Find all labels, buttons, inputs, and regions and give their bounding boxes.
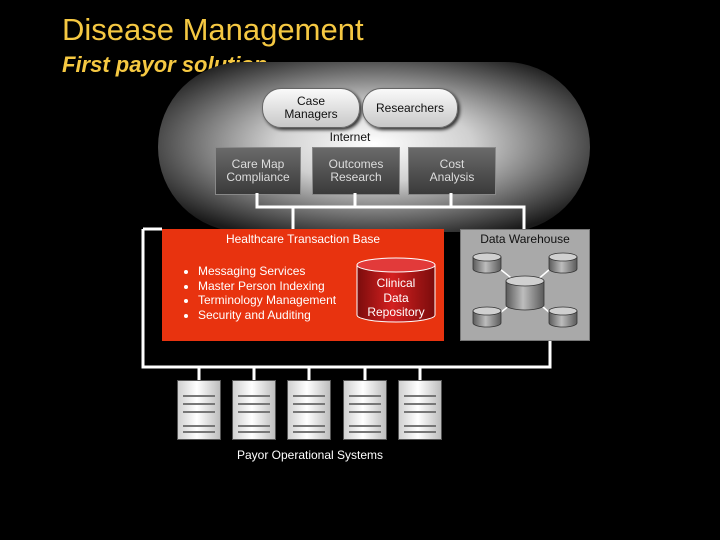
care-map-compliance-box[interactable]: Care Map Compliance: [215, 147, 301, 195]
cost-analysis-box[interactable]: Cost Analysis: [408, 147, 496, 195]
data-warehouse-diagram: [472, 252, 578, 328]
service-security: Security and Auditing: [198, 308, 336, 323]
hub-services-list: Messaging Services Master Person Indexin…: [182, 264, 336, 322]
case-managers-pill[interactable]: Case Managers: [262, 88, 360, 128]
dw-cylinder-bottom-left: [472, 306, 502, 328]
page-title: Disease Management: [62, 12, 364, 47]
payor-server-3: [287, 380, 331, 440]
researchers-pill[interactable]: Researchers: [362, 88, 458, 128]
service-master-person-indexing: Master Person Indexing: [198, 279, 336, 294]
internet-label: Internet: [329, 130, 371, 144]
payor-operational-systems-label: Payor Operational Systems: [236, 448, 384, 462]
service-terminology: Terminology Management: [198, 293, 336, 308]
dw-cylinder-top-left: [472, 252, 502, 274]
payor-server-4: [343, 380, 387, 440]
clinical-data-repository-icon: [356, 257, 436, 323]
dw-cylinder-top-right: [548, 252, 578, 274]
payor-server-1: [177, 380, 221, 440]
payor-server-2: [232, 380, 276, 440]
clinical-data-repository-label: Clinical Data Repository: [367, 276, 425, 319]
payor-server-5: [398, 380, 442, 440]
connector-apps-bus: [255, 193, 526, 229]
outcomes-research-box[interactable]: Outcomes Research: [312, 147, 400, 195]
dw-cylinder-bottom-right: [548, 306, 578, 328]
data-warehouse-title: Data Warehouse: [480, 232, 570, 246]
connector-payor-bus: [141, 229, 552, 369]
dw-cylinder-center: [505, 275, 545, 311]
service-messaging: Messaging Services: [198, 264, 336, 279]
hub-title: Healthcare Transaction Base: [225, 232, 381, 246]
